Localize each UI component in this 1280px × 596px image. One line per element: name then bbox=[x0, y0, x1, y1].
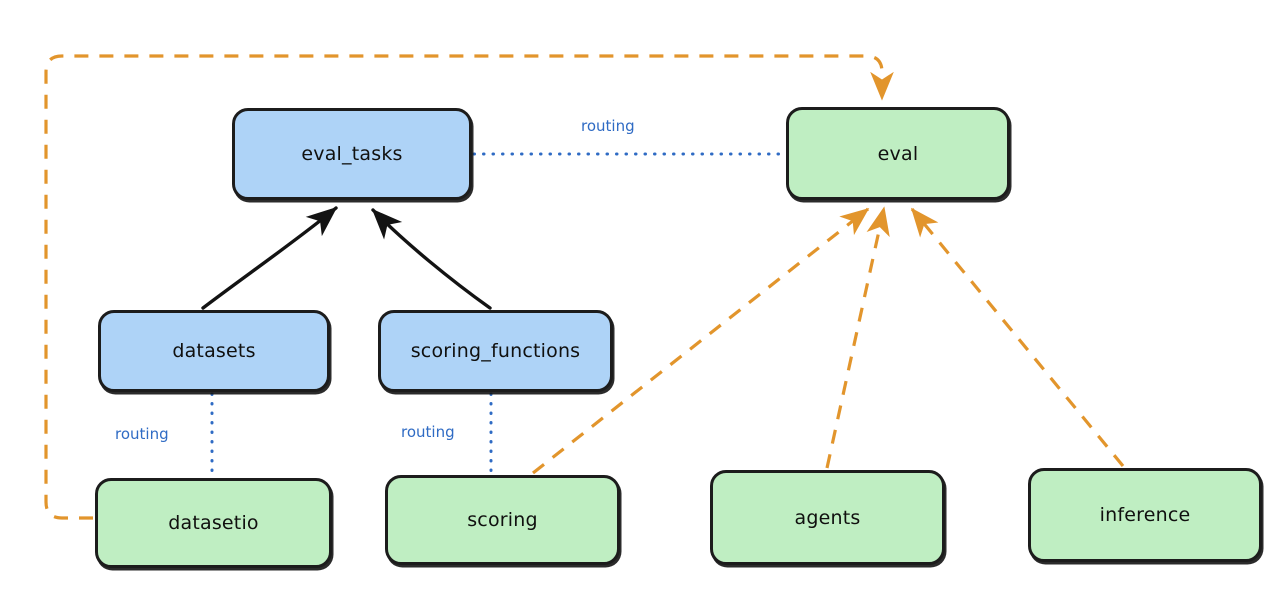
edge-label-routing-datasets-datasetio: routing bbox=[112, 425, 172, 443]
edge-label-routing-eval-tasks-eval: routing bbox=[578, 117, 638, 135]
node-datasets[interactable]: datasets bbox=[98, 310, 330, 392]
node-agents[interactable]: agents bbox=[710, 470, 945, 565]
node-inference[interactable]: inference bbox=[1028, 468, 1262, 562]
node-scoring-functions[interactable]: scoring_functions bbox=[378, 310, 613, 392]
node-scoring-functions-label: scoring_functions bbox=[410, 340, 581, 362]
node-inference-label: inference bbox=[1099, 504, 1191, 526]
node-scoring[interactable]: scoring bbox=[385, 475, 620, 565]
node-datasetio[interactable]: datasetio bbox=[95, 478, 332, 568]
node-datasets-label: datasets bbox=[172, 340, 256, 362]
node-datasetio-label: datasetio bbox=[168, 512, 259, 534]
node-eval-label: eval bbox=[877, 142, 919, 165]
node-agents-label: agents bbox=[794, 506, 861, 529]
edge-label-routing-scoring-functions-scoring: routing bbox=[398, 423, 458, 441]
node-scoring-label: scoring bbox=[467, 509, 538, 531]
node-eval-tasks-label: eval_tasks bbox=[301, 143, 403, 165]
node-eval[interactable]: eval bbox=[786, 107, 1010, 200]
edge-agents-to-eval bbox=[825, 206, 890, 469]
node-eval-tasks[interactable]: eval_tasks bbox=[232, 108, 472, 200]
edge-scoring-functions-to-eval-tasks bbox=[371, 208, 492, 310]
edge-datasets-to-eval-tasks bbox=[201, 206, 338, 310]
edge-inference-to-eval bbox=[910, 207, 1125, 468]
